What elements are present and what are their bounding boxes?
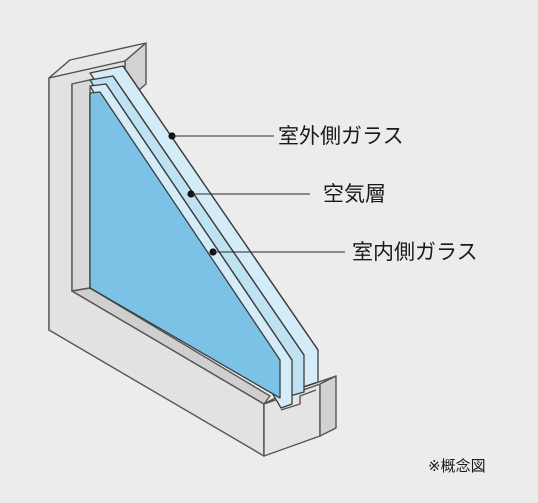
glass-face <box>89 91 281 399</box>
window-frame <box>48 42 337 457</box>
callouts: 室外側ガラス 空気層 室内側ガラス <box>168 124 478 264</box>
frame-inner-ledge <box>71 287 271 405</box>
air-layer-edge <box>112 75 305 356</box>
outer-pane-edge <box>122 65 319 351</box>
frame-bead-slot <box>280 389 317 411</box>
inner-pane-edge <box>105 83 293 361</box>
label-inner-glass: 室内側ガラス <box>352 240 478 264</box>
label-air-layer: 空気層 <box>323 182 386 206</box>
glass-unit <box>89 65 319 409</box>
frame-bottom-bead-side <box>319 375 337 437</box>
concept-note: ※概念図 <box>428 457 486 475</box>
label-outer-glass: 室外側ガラス <box>278 124 404 148</box>
